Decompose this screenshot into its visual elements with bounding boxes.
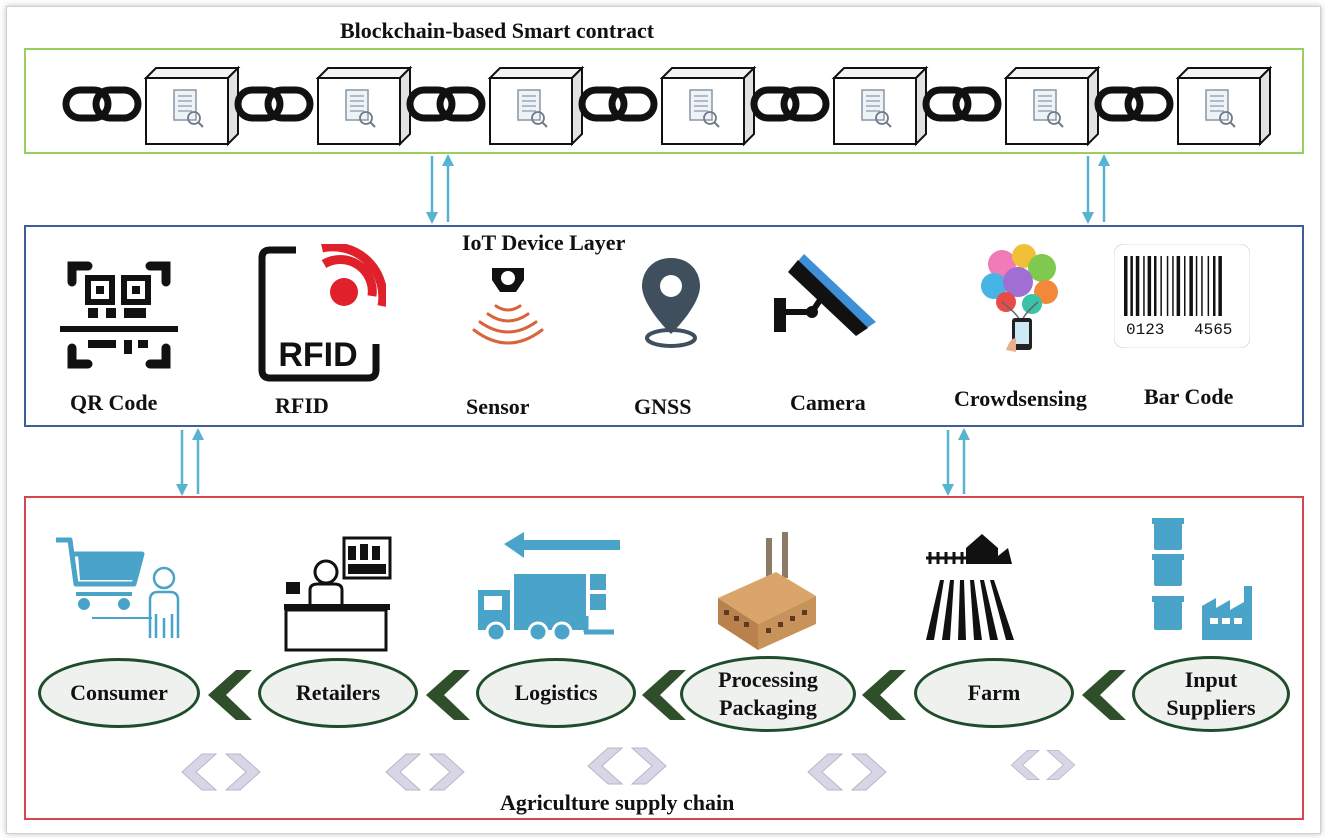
block-document-icon: [831, 65, 929, 147]
barcode-icon: 0123 4565: [1114, 244, 1250, 348]
barcode-digits-right: 4565: [1194, 321, 1232, 339]
barcode-bar: [1189, 256, 1193, 316]
flow-chevron-5: [1082, 670, 1126, 720]
chain-link-icon: [922, 86, 1002, 122]
chain-link-icon: [62, 86, 142, 122]
device-label-camera: Camera: [790, 390, 866, 415]
iot-title: IoT Device Layer: [462, 230, 626, 255]
arrows-blockchain-iot-left: [426, 154, 454, 224]
stage-farm-label: Farm: [967, 680, 1021, 705]
device-label-rfid: RFID: [275, 393, 329, 418]
barcode-bar: [1130, 256, 1133, 316]
barcode-bar: [1184, 256, 1186, 316]
shopping-cart-consumer-icon: [56, 537, 180, 638]
processing-factory-icon: [718, 532, 816, 650]
barcode-digits-left: 0123: [1126, 321, 1164, 339]
chain-link-icon: [234, 86, 314, 122]
blockchain-chain: [62, 65, 1273, 147]
barcode-bar: [1172, 256, 1174, 316]
stage-farm: Farm: [914, 658, 1074, 728]
block-document-icon: [1003, 65, 1101, 147]
barcode-bar: [1195, 256, 1198, 316]
cctv-camera-icon: [774, 254, 876, 336]
retailer-shop-icon: [284, 536, 392, 652]
stage-consumer: Consumer: [38, 658, 200, 728]
crowdsensing-icon: [981, 244, 1058, 352]
input-suppliers-icon: [1152, 518, 1252, 640]
device-label-sensor: Sensor: [466, 394, 530, 419]
block-document-icon: [659, 65, 757, 147]
bidirectional-chevrons-1: [181, 753, 261, 791]
chain-link-icon: [406, 86, 486, 122]
rfid-icon-text: RFID: [278, 336, 357, 374]
barcode-bar: [1135, 256, 1140, 316]
stage-retailers: Retailers: [258, 658, 418, 728]
device-label-gnss: GNSS: [634, 394, 692, 419]
farm-field-icon: [926, 534, 1014, 640]
barcode-bar: [1147, 256, 1152, 316]
location-pin-icon: [642, 258, 700, 348]
stage-processing-packaging: Processing Packaging: [680, 656, 856, 732]
stage-retailers-label: Retailers: [295, 680, 381, 705]
qr-code-icon: [60, 261, 178, 369]
stage-processing-label: Processing: [718, 667, 818, 692]
barcode-bar: [1213, 256, 1216, 316]
arrows-iot-supply-right: [942, 428, 970, 496]
block-document-icon: [143, 65, 241, 147]
device-label-qr-code: QR Code: [70, 390, 158, 415]
bidirectional-chevrons-4: [807, 753, 887, 791]
device-label-crowdsensing: Crowdsensing: [954, 386, 1087, 411]
barcode-bar: [1154, 256, 1157, 316]
barcode-bar: [1218, 256, 1222, 316]
chain-link-icon: [578, 86, 658, 122]
bidirectional-chevrons-5: [1010, 749, 1076, 781]
flow-chevron-2: [426, 670, 470, 720]
bidirectional-chevrons-2: [385, 753, 465, 791]
stage-suppliers-label: Suppliers: [1166, 695, 1256, 720]
barcode-bar: [1166, 256, 1169, 316]
chain-link-icon: [1094, 86, 1174, 122]
arrows-blockchain-iot-right: [1082, 154, 1110, 224]
block-document-icon: [315, 65, 413, 147]
stage-logistics: Logistics: [476, 658, 636, 728]
arrows-iot-supply-left: [176, 428, 204, 496]
supply-chain-title: Agriculture supply chain: [500, 790, 735, 815]
blockchain-title: Blockchain-based Smart contract: [340, 18, 655, 43]
stage-logistics-label: Logistics: [514, 680, 598, 705]
rfid-icon: RFID: [258, 244, 386, 382]
barcode-bar: [1201, 256, 1203, 316]
barcode-bar: [1207, 256, 1210, 316]
barcode-bar: [1143, 256, 1145, 316]
flow-chevron-1: [208, 670, 252, 720]
flow-chevron-4: [862, 670, 906, 720]
block-document-icon: [487, 65, 585, 147]
barcode-bar: [1176, 256, 1181, 316]
barcode-bar: [1124, 256, 1128, 316]
flow-chevron-3: [642, 670, 686, 720]
logistics-truck-icon: [478, 532, 620, 643]
blockchain-layer: [24, 48, 1304, 154]
sensor-icon: [472, 268, 544, 345]
device-label-bar-code: Bar Code: [1144, 384, 1234, 409]
iot-layer: [24, 225, 1304, 427]
block-document-icon: [1175, 65, 1273, 147]
stage-packaging-label: Packaging: [719, 695, 817, 720]
stage-input-suppliers: Input Suppliers: [1132, 656, 1290, 732]
supply-chain-layer: [24, 496, 1304, 820]
barcode-bar: [1160, 256, 1162, 316]
stage-consumer-label: Consumer: [70, 680, 168, 705]
bidirectional-chevrons-3: [587, 747, 667, 785]
chain-link-icon: [750, 86, 830, 122]
stage-input-label: Input: [1184, 667, 1238, 692]
